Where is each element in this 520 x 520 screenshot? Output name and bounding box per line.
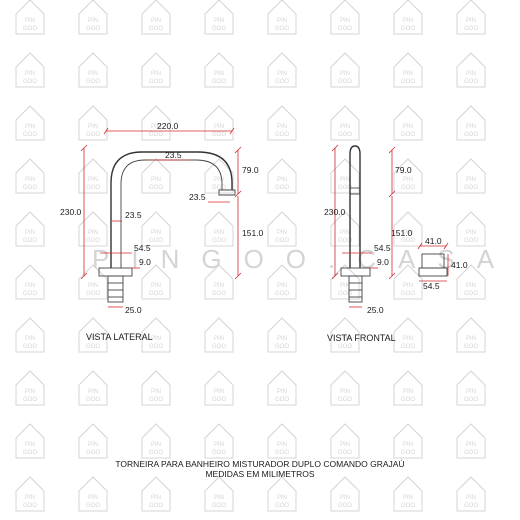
dim-spout-drop: 79.0 bbox=[242, 165, 259, 175]
handle-detail: 41.0 41.0 54.5 bbox=[417, 236, 468, 291]
dim-tick bbox=[234, 272, 242, 280]
dim-flange-diameter: 54.5 bbox=[134, 243, 151, 253]
dim-tick bbox=[234, 190, 242, 198]
lateral-flange bbox=[98, 267, 133, 277]
dim-tick bbox=[388, 146, 396, 154]
frontal-shank bbox=[348, 275, 363, 303]
lateral-view-label: VISTA LATERAL bbox=[86, 332, 153, 342]
frontal-flange bbox=[340, 267, 371, 277]
dim-flange-diameter: 54.5 bbox=[374, 243, 391, 253]
dim-nozzle: 23.5 bbox=[189, 192, 206, 202]
dim-tick bbox=[80, 272, 88, 280]
frontal-view-label: VISTA FRONTAL bbox=[327, 333, 396, 343]
dim-flange-height: 9.0 bbox=[139, 257, 151, 267]
lateral-spout-outline bbox=[110, 151, 233, 268]
dim-tick bbox=[331, 144, 339, 152]
dim-tick bbox=[229, 127, 235, 135]
dim-tick bbox=[388, 190, 396, 198]
dim-tick bbox=[234, 146, 242, 154]
dim-tick bbox=[103, 127, 109, 135]
dim-width: 220.0 bbox=[157, 121, 179, 131]
handle-body bbox=[421, 253, 445, 269]
frontal-view: 79.0 230.0 151.0 54.5 9.0 25.0 VISTA FRO… bbox=[324, 144, 413, 343]
dim-handle-base-width: 54.5 bbox=[423, 281, 440, 291]
dim-handle-height: 41.0 bbox=[451, 260, 468, 270]
dim-shank: 25.0 bbox=[125, 305, 142, 315]
dim-tick bbox=[417, 242, 423, 250]
dim-spout-drop: 79.0 bbox=[395, 165, 412, 175]
dim-height: 230.0 bbox=[324, 207, 346, 217]
caption-title: TORNEIRA PARA BANHEIRO MISTURADOR DUPLO … bbox=[115, 459, 405, 469]
dim-tick bbox=[388, 272, 396, 280]
dim-height: 230.0 bbox=[60, 207, 82, 217]
handle-base bbox=[418, 267, 448, 277]
caption-units: MEDIDAS EM MILIMETROS bbox=[205, 469, 315, 479]
frontal-spout-outline bbox=[349, 145, 361, 268]
lateral-nozzle bbox=[218, 189, 236, 196]
dim-base-height: 151.0 bbox=[242, 228, 264, 238]
lateral-shank bbox=[107, 275, 124, 303]
dim-spout-diameter: 23.5 bbox=[165, 150, 182, 160]
dim-flange-height: 9.0 bbox=[377, 257, 389, 267]
dim-body-diameter: 23.5 bbox=[125, 210, 142, 220]
dim-tick bbox=[443, 242, 449, 250]
dim-handle-top-width: 41.0 bbox=[425, 236, 442, 246]
dim-tick bbox=[331, 272, 339, 280]
dim-shank: 25.0 bbox=[367, 305, 384, 315]
caption: TORNEIRA PARA BANHEIRO MISTURADOR DUPLO … bbox=[0, 459, 520, 479]
dim-base-height: 151.0 bbox=[391, 228, 413, 238]
lateral-view: 220.0 23.5 79.0 23.5 230.0 23.5 151.0 54… bbox=[60, 121, 264, 342]
dim-tick bbox=[80, 144, 88, 152]
